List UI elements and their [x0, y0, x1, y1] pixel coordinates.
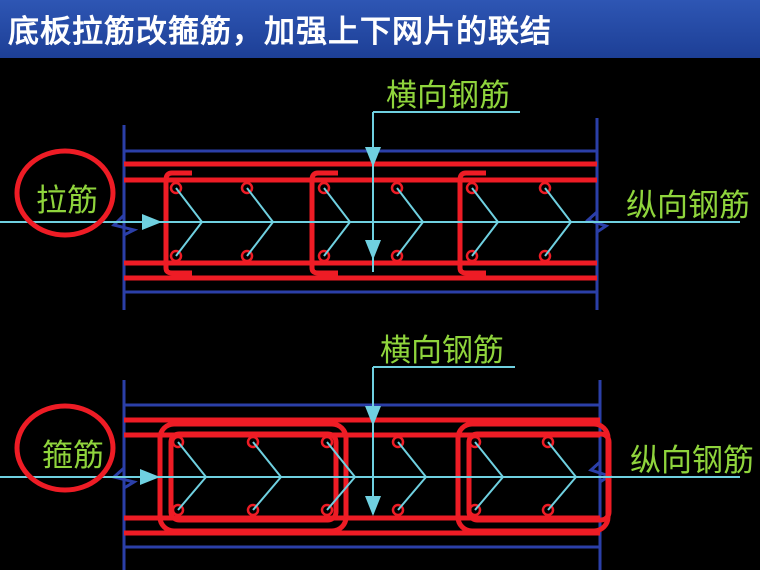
- bottom-stirrup-label: 箍筋: [42, 438, 104, 474]
- top-transverse-rebar-label: 横向钢筋: [386, 78, 510, 114]
- top-slab-section: [0, 111, 740, 310]
- top-tie-bar-label: 拉筋: [36, 183, 98, 219]
- bottom-slab-section: [0, 366, 740, 570]
- top-slab-edges: [111, 118, 610, 310]
- bottom-longitudinal-rebar-label: 纵向钢筋: [630, 443, 754, 479]
- slide-title: 底板拉筋改箍筋，加强上下网片的联结: [8, 14, 552, 50]
- top-highlight-circle: [14, 148, 116, 238]
- bottom-transverse-rebar-label: 横向钢筋: [380, 333, 504, 369]
- top-longitudinal-rebar-label: 纵向钢筋: [626, 188, 750, 224]
- bottom-highlight-circle: [14, 403, 116, 493]
- title-bar: 底板拉筋改箍筋，加强上下网片的联结: [0, 0, 760, 58]
- top-leaders: [0, 111, 740, 272]
- top-rebars: [124, 161, 597, 281]
